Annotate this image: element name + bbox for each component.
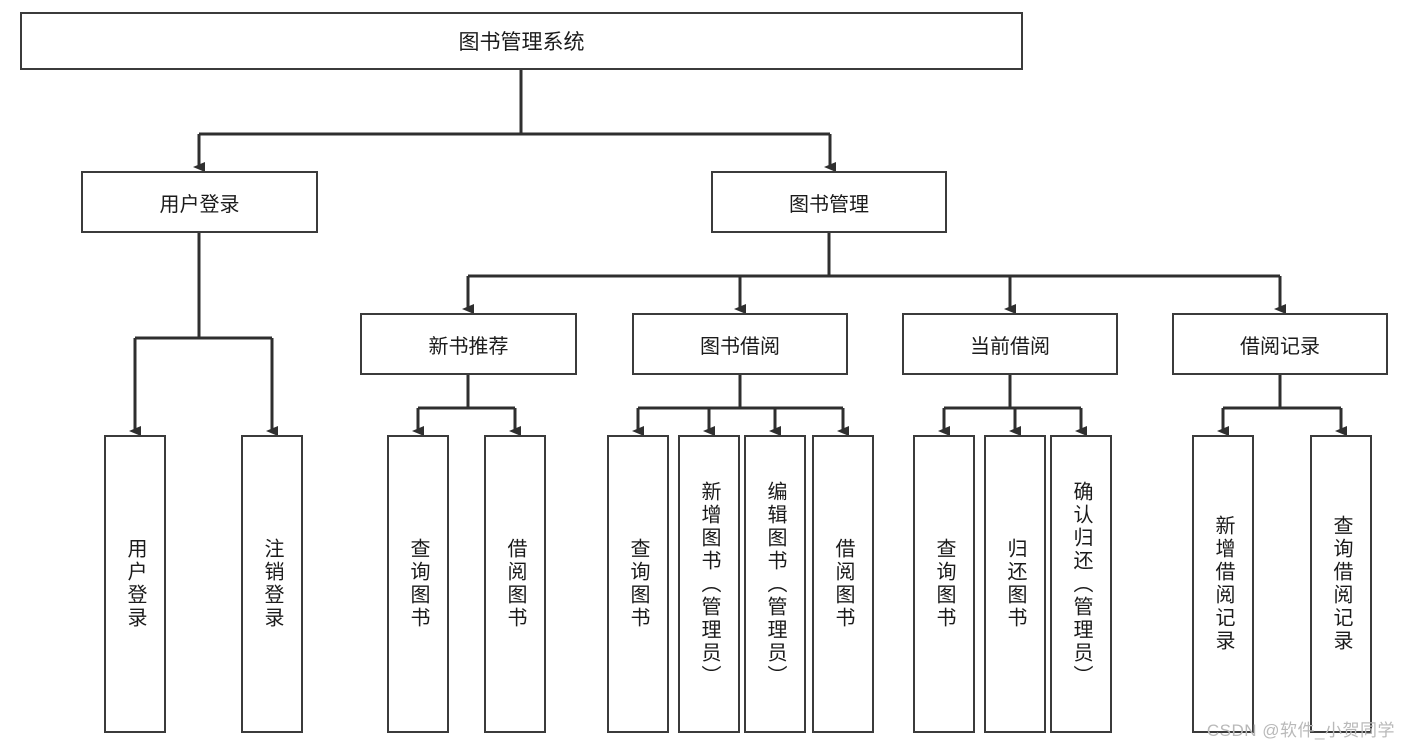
- leaf-confirm-return[interactable]: 确认归还（管理员）: [1050, 435, 1112, 733]
- leaf-query-book-3[interactable]: 查询图书: [913, 435, 975, 733]
- leaf-borrow-book-2[interactable]: 借阅图书: [812, 435, 874, 733]
- leaf-query-record-label: 查询借阅记录: [1330, 515, 1352, 653]
- leaf-confirm-return-label: 确认归还（管理员）: [1070, 480, 1092, 688]
- leaf-add-book[interactable]: 新增图书（管理员）: [678, 435, 740, 733]
- leaf-user-logout[interactable]: 注销登录: [241, 435, 303, 733]
- leaf-query-book-1-label: 查询图书: [407, 538, 429, 630]
- node-root[interactable]: 图书管理系统: [20, 12, 1023, 70]
- node-new-book-recommend[interactable]: 新书推荐: [360, 313, 577, 375]
- leaf-query-book-2-label: 查询图书: [627, 538, 649, 630]
- leaf-query-record[interactable]: 查询借阅记录: [1310, 435, 1372, 733]
- leaf-query-book-1[interactable]: 查询图书: [387, 435, 449, 733]
- leaf-user-login[interactable]: 用户登录: [104, 435, 166, 733]
- leaf-borrow-book-1-label: 借阅图书: [504, 538, 526, 630]
- node-new-book-recommend-label: 新书推荐: [428, 335, 509, 358]
- leaf-query-book-2[interactable]: 查询图书: [607, 435, 669, 733]
- leaf-query-book-3-label: 查询图书: [933, 538, 955, 630]
- leaf-user-logout-label: 注销登录: [261, 538, 283, 630]
- node-user-login[interactable]: 用户登录: [81, 171, 318, 233]
- leaf-add-record[interactable]: 新增借阅记录: [1192, 435, 1254, 733]
- node-user-login-label: 用户登录: [159, 193, 240, 216]
- node-current-borrow-label: 当前借阅: [970, 335, 1050, 358]
- node-book-manage-label: 图书管理: [789, 193, 869, 216]
- leaf-add-book-label: 新增图书（管理员）: [698, 480, 720, 688]
- leaf-edit-book[interactable]: 编辑图书（管理员）: [744, 435, 806, 733]
- node-root-label: 图书管理系统: [458, 31, 585, 54]
- leaf-borrow-book-2-label: 借阅图书: [832, 538, 854, 630]
- node-book-borrow-label: 图书借阅: [700, 335, 780, 358]
- node-book-manage[interactable]: 图书管理: [711, 171, 947, 233]
- node-book-borrow[interactable]: 图书借阅: [632, 313, 848, 375]
- leaf-return-book[interactable]: 归还图书: [984, 435, 1046, 733]
- leaf-edit-book-label: 编辑图书（管理员）: [764, 480, 786, 688]
- leaf-return-book-label: 归还图书: [1004, 538, 1026, 630]
- leaf-user-login-label: 用户登录: [124, 538, 146, 630]
- node-borrow-record-label: 借阅记录: [1240, 335, 1320, 358]
- leaf-add-record-label: 新增借阅记录: [1212, 515, 1234, 653]
- node-current-borrow[interactable]: 当前借阅: [902, 313, 1118, 375]
- node-borrow-record[interactable]: 借阅记录: [1172, 313, 1388, 375]
- leaf-borrow-book-1[interactable]: 借阅图书: [484, 435, 546, 733]
